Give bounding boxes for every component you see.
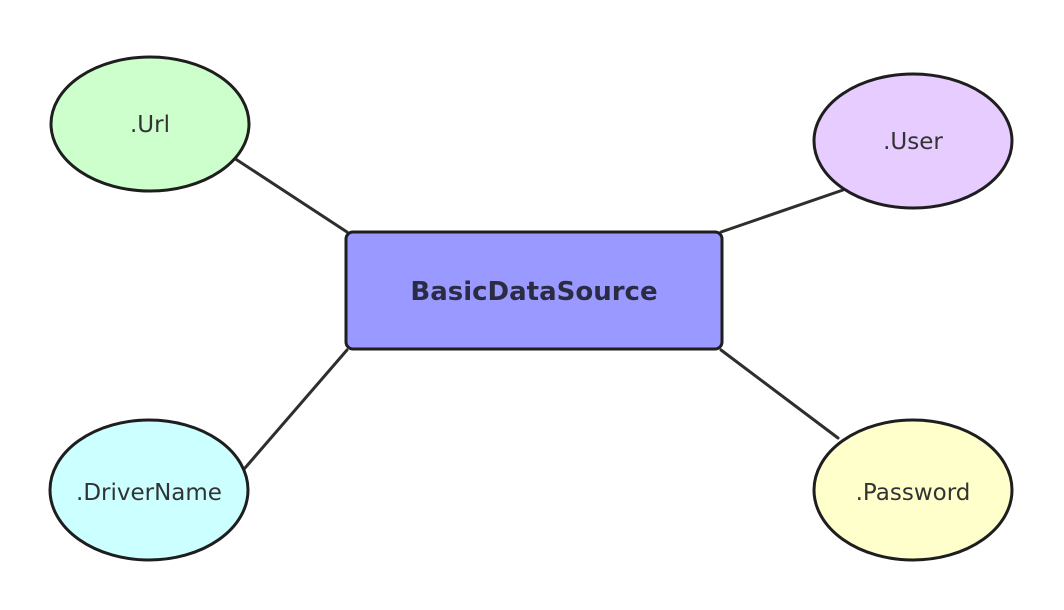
node-driver-name-ellipse (48, 418, 250, 562)
edge-password (719, 348, 840, 440)
node-password-label: .Password (856, 480, 971, 506)
center-node-label: BasicDataSource (410, 277, 657, 307)
node-user-ellipse (812, 72, 1014, 210)
node-url-ellipse (49, 55, 251, 193)
edge-driver-name (243, 348, 349, 470)
edge-user (719, 188, 845, 234)
node-driver-name[interactable]: .DriverName (48, 418, 250, 562)
node-driver-name-label: .DriverName (76, 480, 222, 506)
node-password[interactable]: .Password (812, 418, 1014, 562)
node-user[interactable]: .User (812, 72, 1014, 210)
edge-url (232, 156, 349, 234)
node-password-ellipse (812, 418, 1014, 562)
center-node[interactable]: BasicDataSource (344, 230, 724, 351)
center-node-box (344, 230, 724, 351)
node-user-label: .User (883, 129, 943, 155)
node-url-label: .Url (130, 112, 170, 138)
node-url[interactable]: .Url (49, 55, 251, 193)
